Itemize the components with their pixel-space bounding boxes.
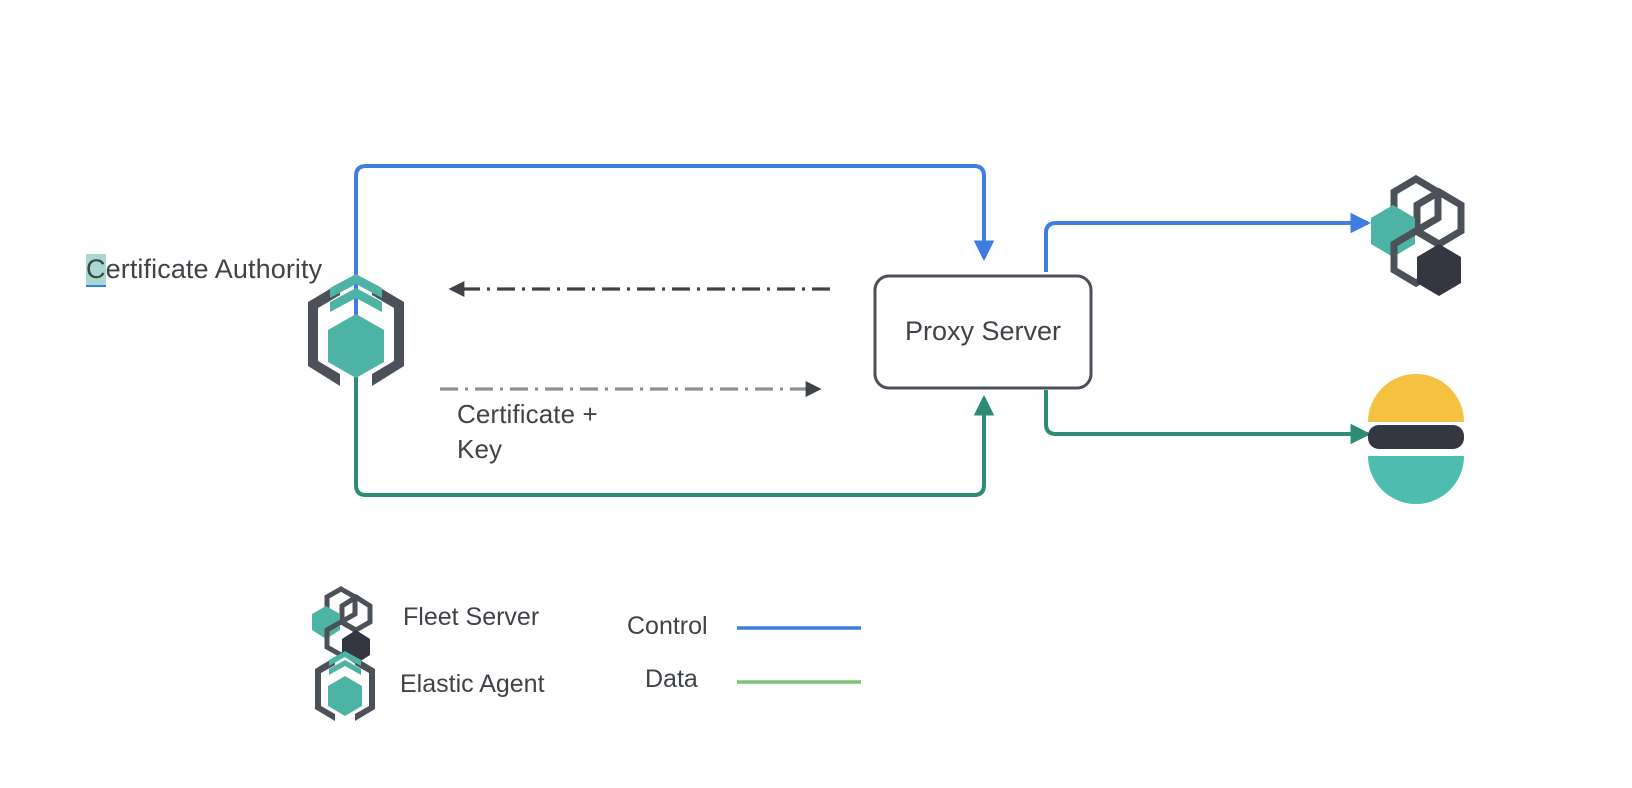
elastic-agent-icon	[308, 274, 404, 386]
fleet-server-icon	[1371, 174, 1465, 296]
proxy-server-box[interactable]	[873, 274, 1093, 390]
certificate-authority-label: Certificate Authority	[86, 254, 323, 287]
legend-fleet-server-icon	[312, 586, 373, 664]
proxy-server-label: Proxy Server	[904, 315, 1062, 346]
certificate-authority-label-highlight: C	[86, 254, 106, 287]
legend-item-label-elastic-agent: Elastic Agent	[400, 670, 545, 698]
edge-agent-control-to-proxy	[354, 164, 995, 330]
elasticsearch-icon	[1368, 374, 1464, 504]
edge-agent-data-to-proxy	[354, 370, 995, 497]
certificate-key-edge-label: Certificate + Key	[457, 397, 598, 467]
edge-proxy-control-to-fleet	[1044, 212, 1372, 272]
certificate-authority-label-rest: ertificate Authority	[105, 254, 323, 284]
legend-item-label-fleet-server: Fleet Server	[403, 603, 540, 631]
legend-line-label-data: Data	[645, 665, 698, 693]
certificate-key-edge-label-line2: Key	[457, 434, 503, 464]
legend-elastic-agent-icon	[315, 651, 375, 721]
legend-line-label-control: Control	[627, 612, 708, 640]
certificate-key-edge-label-line1: Certificate +	[457, 399, 598, 429]
edge-proxy-data-to-elasticsearch	[1044, 390, 1372, 445]
